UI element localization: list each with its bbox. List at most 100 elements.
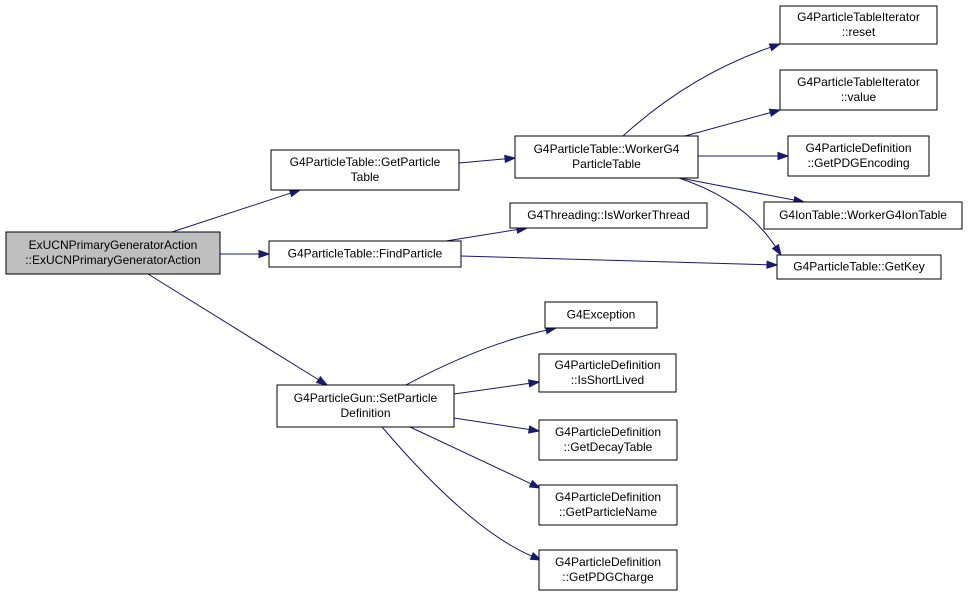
node-label-line: ::GetDecayTable (564, 440, 653, 454)
node-g4Exception[interactable]: G4Exception (544, 301, 658, 329)
edges-layer (147, 43, 806, 561)
node-findParticle[interactable]: G4ParticleTable::FindParticle (268, 240, 462, 268)
node-box (538, 353, 677, 393)
node-label-line: ::GetPDGCharge (562, 570, 654, 584)
node-getDecayTable[interactable]: G4ParticleDefinition::GetDecayTable (538, 419, 678, 461)
edge-getParticleTable-to-workerG4ParticleTable (458, 154, 517, 164)
node-label-line: G4Threading::IsWorkerThread (527, 208, 690, 222)
arrowhead (768, 108, 782, 117)
node-root[interactable]: ExUCNPrimaryGeneratorAction::ExUCNPrimar… (5, 231, 221, 275)
edge-line (679, 177, 796, 201)
edge-setParticleDefinition-to-getParticleName (409, 426, 542, 489)
edge-line (445, 228, 519, 242)
node-label-line: ::value (841, 90, 877, 104)
arrowhead (527, 425, 541, 434)
arrowhead (777, 151, 790, 161)
node-label-line: ExUCNPrimaryGeneratorAction (29, 238, 198, 252)
arrowhead (768, 43, 782, 52)
node-box (509, 202, 708, 229)
node-label-line: G4ParticleGun::SetParticle (294, 391, 438, 405)
node-label-line: ::GetPDGEncoding (807, 156, 909, 170)
node-label-line: G4IonTable::WorkerG4IonTable (779, 208, 947, 222)
edge-line (458, 158, 507, 164)
edge-setParticleDefinition-to-getDecayTable (453, 417, 541, 434)
edge-findParticle-to-getKey (460, 255, 779, 269)
edge-root-to-getParticleTable (171, 189, 302, 233)
edge-line (460, 255, 769, 266)
edge-line (678, 177, 777, 248)
node-box (763, 201, 963, 230)
node-box (538, 419, 678, 461)
edge-workerG4ParticleTable-to-getPDGEncoding (698, 151, 790, 161)
nodes-layer: ExUCNPrimaryGeneratorAction::ExUCNPrimar… (5, 5, 963, 591)
node-label-line: G4ParticleTable::WorkerG4 (534, 142, 680, 156)
edge-line (171, 192, 292, 233)
edge-root-to-findParticle (220, 249, 271, 259)
arrowhead (504, 154, 517, 164)
arrowhead (529, 552, 543, 561)
node-box (776, 254, 942, 280)
edge-line (622, 46, 772, 137)
edge-line (409, 426, 533, 485)
arrowhead (528, 479, 542, 489)
node-label-line: Definition (340, 406, 390, 420)
node-box (268, 240, 462, 268)
edge-workerG4ParticleTable-to-iterValue (684, 108, 782, 137)
edge-setParticleDefinition-to-getPDGCharge (381, 426, 543, 561)
edge-workerG4ParticleTable-to-getKey (678, 177, 782, 257)
node-getKey[interactable]: G4ParticleTable::GetKey (776, 254, 942, 280)
node-label-line: G4ParticleTableIterator (797, 10, 920, 24)
node-label-line: G4ParticleDefinition (555, 490, 661, 504)
node-workerG4IonTable[interactable]: G4IonTable::WorkerG4IonTable (763, 201, 963, 230)
arrowhead (258, 249, 271, 259)
arrowhead (528, 379, 541, 388)
edge-line (684, 111, 772, 137)
node-box (779, 69, 938, 111)
node-label-line: ParticleTable (572, 157, 641, 171)
node-label-line: ::reset (842, 25, 876, 39)
node-box (787, 135, 930, 177)
node-isWorkerThread[interactable]: G4Threading::IsWorkerThread (509, 202, 708, 229)
node-isShortLived[interactable]: G4ParticleDefinition::IsShortLived (538, 353, 677, 393)
edge-workerG4ParticleTable-to-iterReset (622, 43, 782, 137)
arrowhead (315, 375, 329, 386)
edge-setParticleDefinition-to-g4Exception (405, 326, 558, 386)
node-getParticleName[interactable]: G4ParticleDefinition::GetParticleName (538, 484, 678, 526)
node-getPDGCharge[interactable]: G4ParticleDefinition::GetPDGCharge (538, 549, 678, 591)
node-label-line: G4ParticleDefinition (555, 425, 661, 439)
edge-setParticleDefinition-to-isShortLived (453, 379, 541, 395)
node-box (779, 5, 938, 45)
node-iterReset[interactable]: G4ParticleTableIterator::reset (779, 5, 938, 45)
node-box (276, 384, 455, 428)
node-box (538, 484, 678, 526)
node-label-line: G4ParticleTable::GetKey (793, 260, 924, 274)
node-getPDGEncoding[interactable]: G4ParticleDefinition::GetPDGEncoding (787, 135, 930, 177)
arrowhead (288, 189, 302, 198)
edge-line (453, 382, 531, 395)
edge-line (405, 329, 548, 386)
node-iterValue[interactable]: G4ParticleTableIterator::value (779, 69, 938, 111)
node-label-line: G4ParticleDefinition (805, 141, 911, 155)
node-box (538, 549, 678, 591)
node-label-line: G4ParticleDefinition (555, 555, 661, 569)
node-label-line: ::ExUCNPrimaryGeneratorAction (25, 253, 200, 267)
node-box (514, 135, 699, 179)
node-label-line: G4ParticleTable::FindParticle (288, 247, 443, 261)
node-label-line: ::GetParticleName (559, 505, 657, 519)
arrowhead (766, 260, 779, 269)
node-label-line: G4ParticleTable::GetParticle (290, 155, 441, 169)
edge-line (381, 426, 533, 557)
node-box (270, 149, 460, 191)
node-label-line: G4Exception (567, 308, 636, 322)
edge-line (453, 417, 531, 431)
node-label-line: G4ParticleTableIterator (797, 75, 920, 89)
edge-root-to-setParticleDefinition (147, 273, 329, 386)
arrowhead (771, 243, 782, 257)
edge-line (147, 273, 320, 381)
node-label-line: ::IsShortLived (571, 373, 644, 387)
node-label-line: G4ParticleDefinition (554, 358, 660, 372)
